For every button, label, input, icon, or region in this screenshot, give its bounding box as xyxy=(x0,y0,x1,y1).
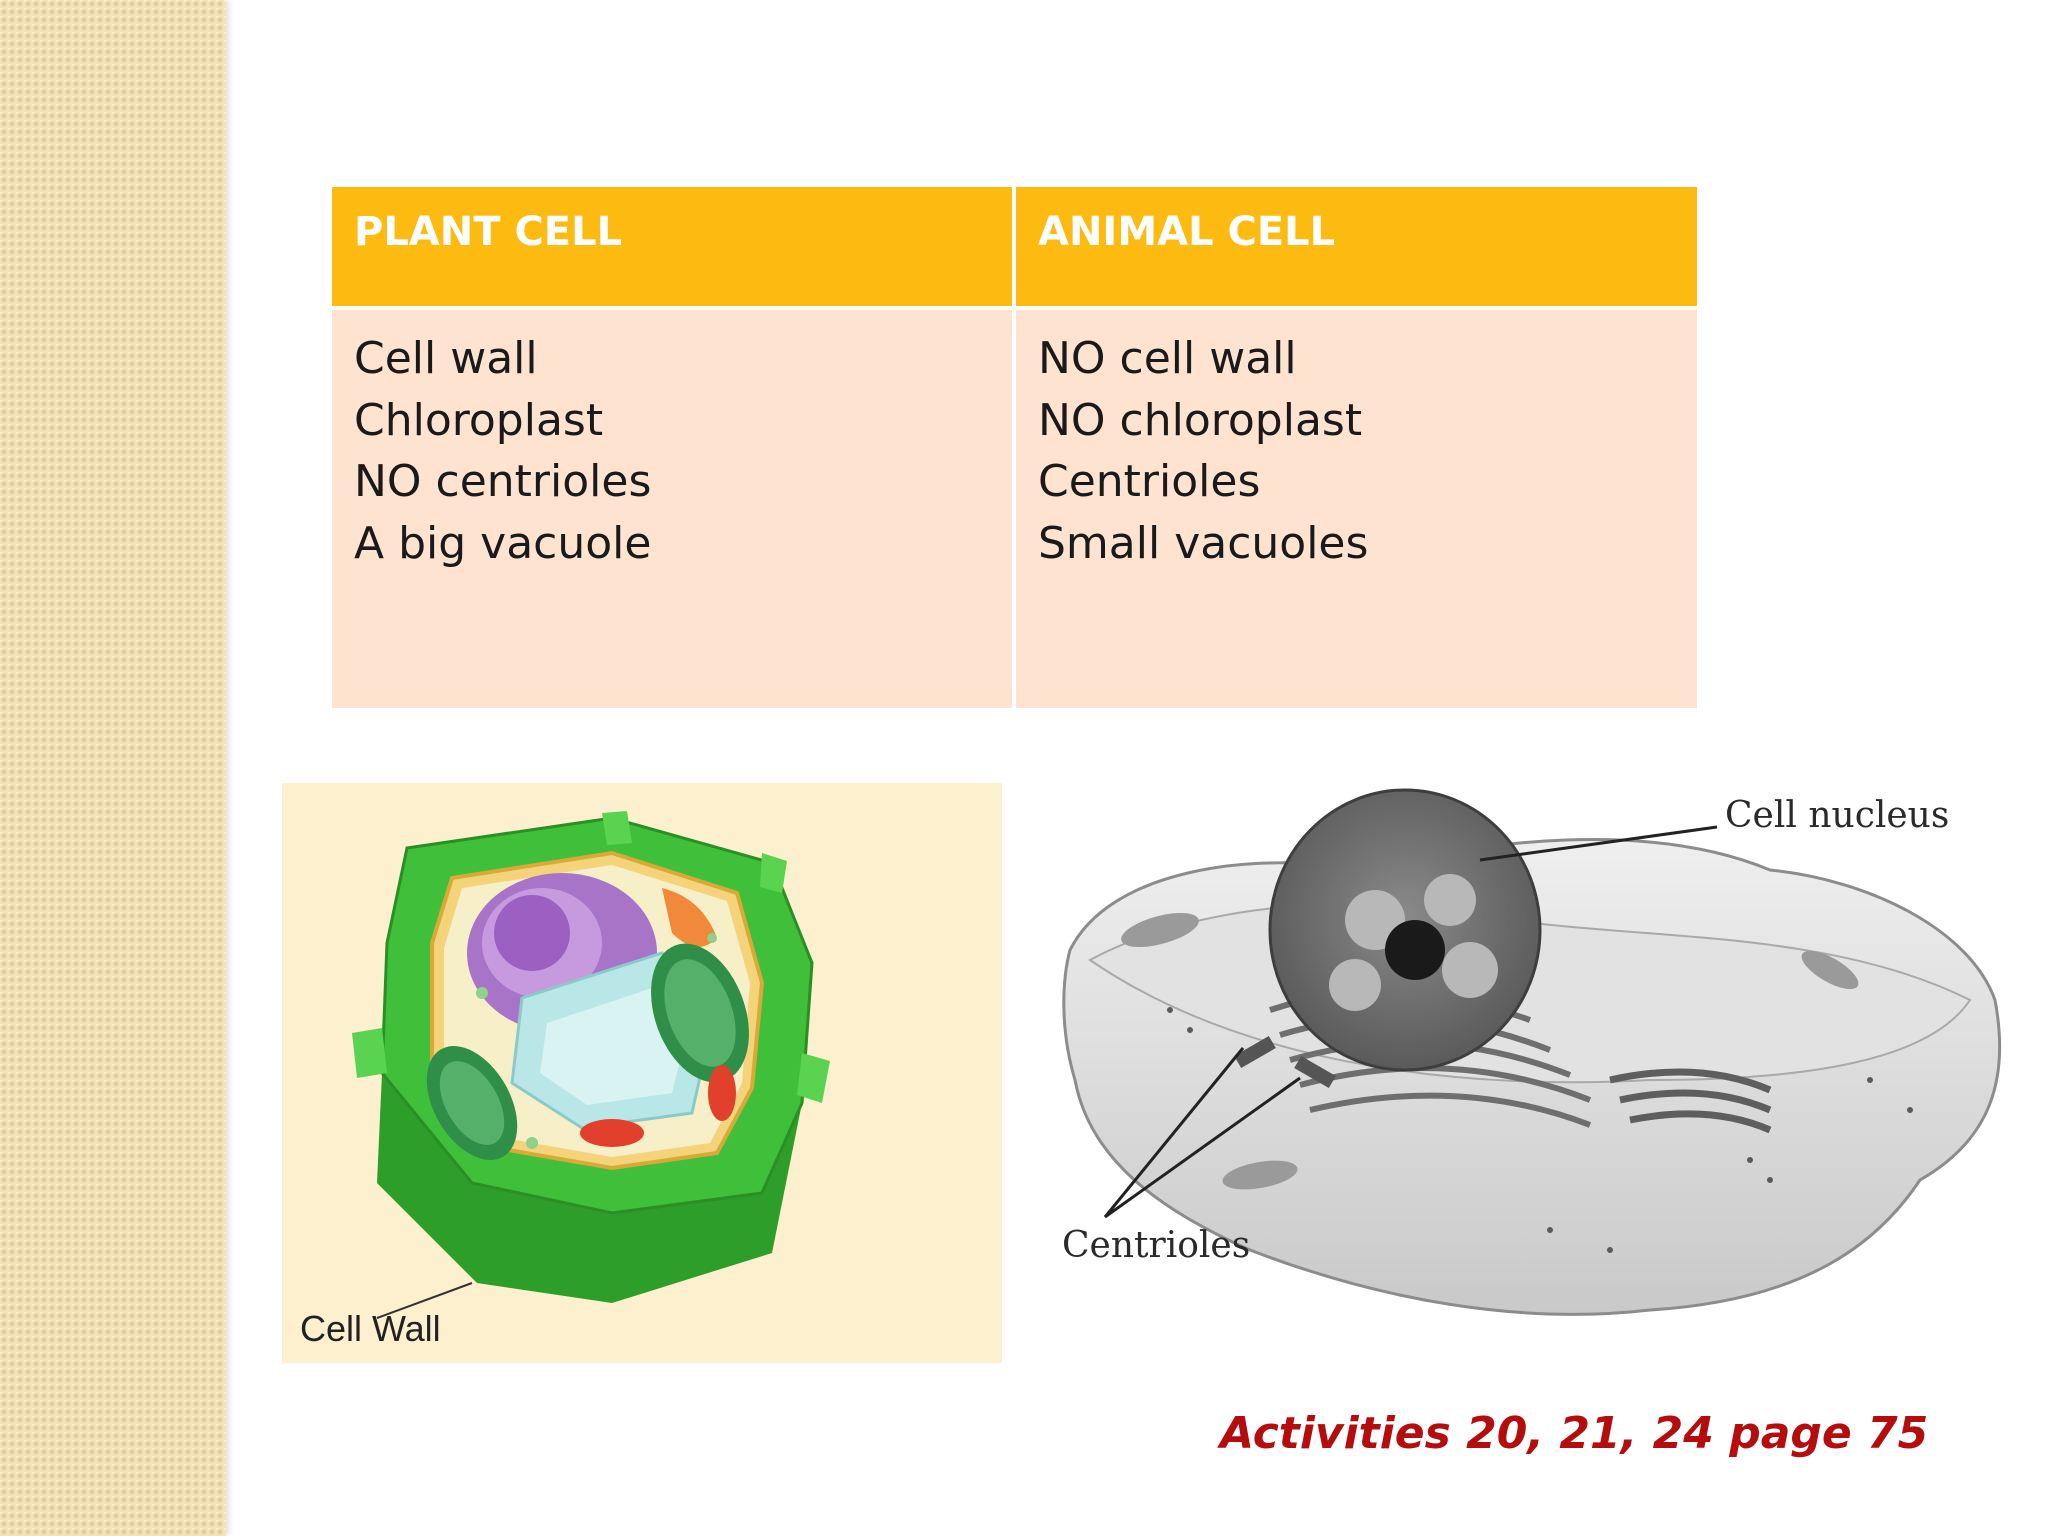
plant-feature: Cell wall xyxy=(354,333,538,384)
plant-feature: Chloroplast xyxy=(354,394,604,446)
plant-feature: NO centrioles xyxy=(354,456,652,507)
animal-feature: Centrioles xyxy=(1038,456,1261,507)
plant-feature: A big vacuole xyxy=(354,517,652,569)
animal-cell-figure: Cell nucleus Centrioles xyxy=(1050,780,2010,1350)
comparison-table: PLANT CELL ANIMAL CELL Cell wall Chlorop… xyxy=(332,187,1697,708)
header-plant-cell: PLANT CELL xyxy=(332,187,1012,306)
animal-feature: Small vacuoles xyxy=(1038,517,1369,569)
animal-cell-illustration xyxy=(1062,788,2002,1316)
plant-cell-features: Cell wall Chloroplast NO centrioles A bi… xyxy=(332,310,1012,708)
decorative-side-band xyxy=(0,0,226,1536)
plant-cell-illustration xyxy=(352,811,830,1319)
activities-reference: Activities 20, 21, 24 page 75 xyxy=(1220,1408,1929,1459)
animal-feature: NO cell wall xyxy=(1038,333,1297,384)
header-animal-cell: ANIMAL CELL xyxy=(1016,187,1697,306)
animal-feature: NO chloroplast xyxy=(1038,394,1363,446)
animal-cell-features: NO cell wall NO chloroplast Centrioles S… xyxy=(1016,310,1697,708)
centrioles-label: Centrioles xyxy=(1062,1225,1251,1266)
plant-cell-figure: Cell Wall xyxy=(282,783,1002,1363)
cell-nucleus-label: Cell nucleus xyxy=(1725,795,1950,836)
cell-wall-label: Cell Wall xyxy=(300,1308,441,1349)
